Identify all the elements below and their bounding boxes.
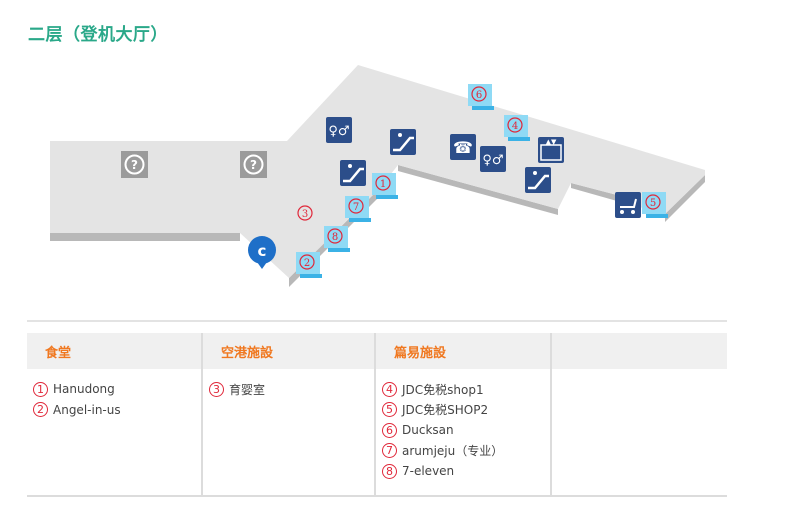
svg-text:5: 5 (650, 198, 656, 209)
location-pin-c: c (248, 236, 276, 269)
item-label: Hanudong (53, 382, 115, 397)
info-desk-icon-2: ? (240, 151, 267, 178)
header-airport-facilities: 空港施設 (201, 333, 375, 369)
number-badge: 8 (382, 463, 397, 479)
item-label: JDC免税shop1 (402, 382, 484, 397)
list-item: 7 arumjeju（专业） (382, 441, 550, 462)
svg-text:2: 2 (304, 258, 310, 269)
list-item: 8 7-eleven (382, 461, 550, 482)
store-marker-2: 2 (296, 252, 322, 278)
info-desk-icon-1: ? (121, 151, 148, 178)
number-badge: 2 (33, 402, 48, 418)
item-label: JDC免税SHOP2 (402, 403, 489, 418)
column-convenience-facilities: 4 JDC免税shop1 5 JDC免税SHOP2 6 Ducksan 7 arumje… (374, 369, 551, 497)
list-item: 1 Hanudong (33, 379, 201, 400)
svg-text:6: 6 (476, 90, 482, 101)
store-marker-7: 7 (345, 196, 371, 222)
item-label: Ducksan (402, 423, 454, 438)
svg-text:1: 1 (380, 179, 386, 190)
number-badge: 7 (382, 443, 397, 459)
list-item: 2 Angel-in-us (33, 400, 201, 421)
header-restaurants: 食堂 (27, 333, 202, 369)
store-marker-8: 8 (324, 226, 350, 252)
floor-map: ? ? ♀♂ ☎ ♀♂ ▲▼ 1 2 (50, 65, 705, 287)
number-badge: 4 (382, 381, 397, 397)
svg-text:▲▼: ▲▼ (546, 138, 557, 146)
column-restaurants: 1 Hanudong 2 Angel-in-us (27, 369, 202, 497)
item-label: 育婴室 (229, 382, 266, 397)
escalator-icon (340, 160, 366, 186)
svg-text:♀♂: ♀♂ (482, 153, 503, 168)
escalator-icon (390, 129, 416, 155)
table-divider (27, 320, 727, 322)
svg-text:?: ? (131, 158, 138, 172)
item-label: 7-eleven (402, 464, 455, 479)
elevator-icon: ▲▼ (538, 137, 564, 163)
item-label: arumjeju（专业） (402, 444, 504, 459)
escalator-icon (525, 167, 551, 193)
list-item: 5 JDC免税SHOP2 (382, 400, 550, 421)
column-airport-facilities: 3 育婴室 (201, 369, 375, 497)
restroom-icon: ♀♂ (326, 117, 352, 143)
store-marker-4: 4 (504, 115, 530, 141)
list-item: 3 育婴室 (209, 379, 374, 400)
restroom-icon: ♀♂ (480, 146, 506, 172)
svg-text:8: 8 (332, 232, 338, 243)
svg-text:4: 4 (512, 121, 518, 132)
page-title: 二层（登机大厅） (28, 25, 168, 45)
number-badge: 3 (209, 381, 224, 397)
number-badge: 6 (382, 422, 397, 438)
svg-text:c: c (258, 242, 267, 260)
header-convenience-facilities: 篇易施設 (374, 333, 551, 369)
header-empty (550, 333, 727, 369)
column-empty (550, 369, 727, 497)
item-label: Angel-in-us (53, 402, 121, 417)
facility-marker-3: 3 (297, 205, 313, 221)
floor-plate (50, 65, 705, 278)
store-marker-5: 5 (642, 192, 668, 218)
store-marker-1: 1 (372, 173, 398, 199)
list-item: 4 JDC免税shop1 (382, 379, 550, 400)
number-badge: 5 (382, 402, 397, 418)
phone-icon: ☎ (450, 134, 476, 160)
svg-text:3: 3 (302, 209, 308, 220)
list-item: 6 Ducksan (382, 420, 550, 441)
svg-text:♀♂: ♀♂ (328, 124, 349, 139)
stroller-icon (615, 192, 641, 218)
svg-text:7: 7 (353, 202, 359, 213)
svg-text:?: ? (250, 158, 257, 172)
store-marker-6: 6 (468, 84, 494, 110)
svg-text:☎: ☎ (453, 138, 473, 157)
number-badge: 1 (33, 381, 48, 397)
legend-table: 食堂 空港施設 篇易施設 1 Hanudong 2 Angel-in-us 3 育婴室… (27, 333, 727, 497)
